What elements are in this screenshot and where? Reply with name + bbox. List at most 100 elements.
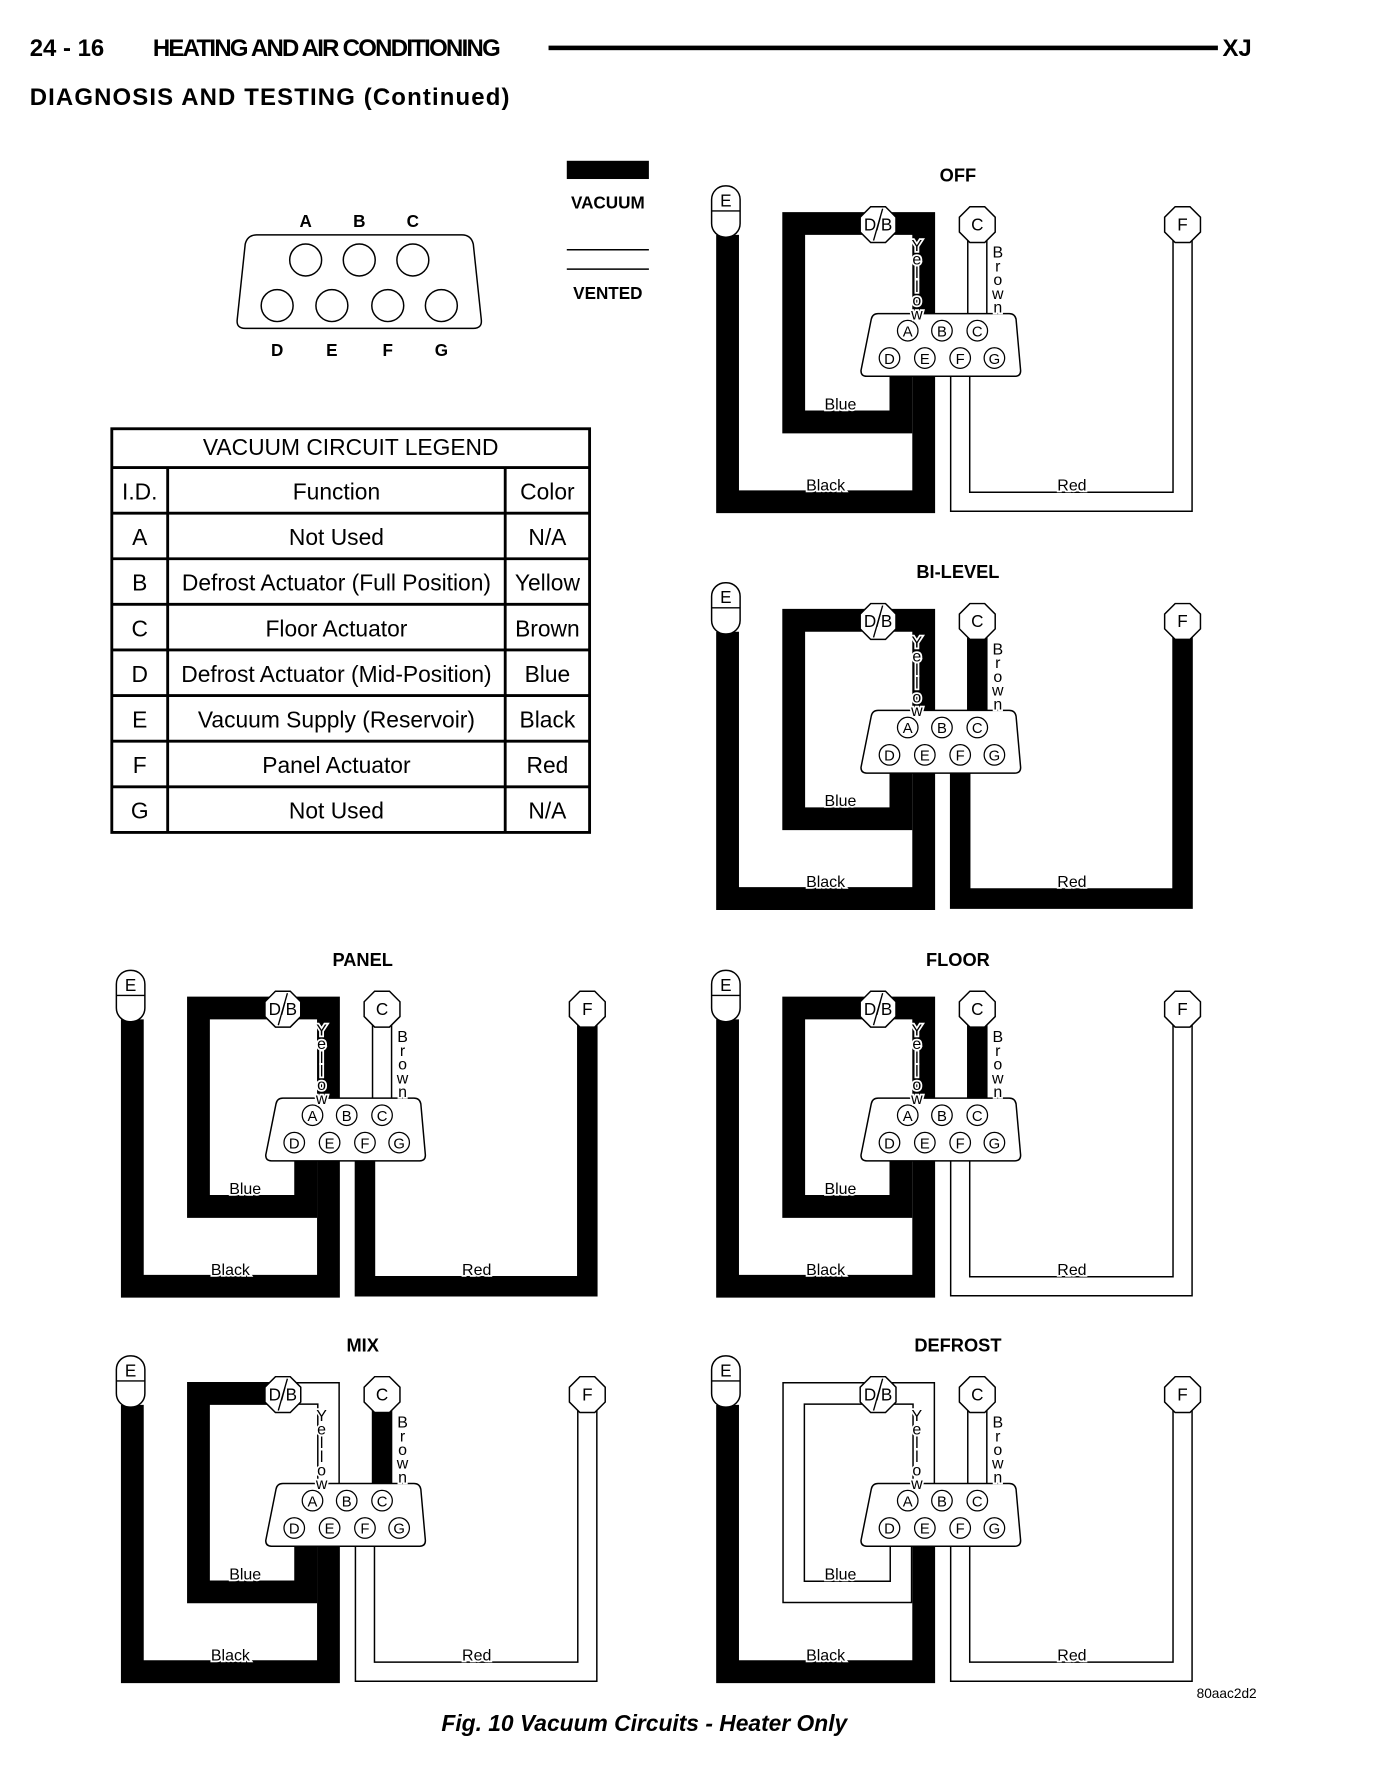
port-label: E (920, 1522, 930, 1538)
pin-hole-d (260, 288, 294, 323)
circuit-diagram-off: OFFED/BCFABCDEFGBlueBlackRedYellowBrown (710, 164, 1202, 514)
port-label: F (360, 1136, 369, 1152)
port-label: F (360, 1522, 369, 1538)
port-label: A (308, 1494, 318, 1510)
port-label: A (903, 1494, 913, 1510)
black-hose-vacuum (716, 631, 936, 910)
port-a (896, 319, 919, 342)
black-label: Black (806, 1262, 845, 1279)
table-cell: Brown (515, 615, 580, 641)
table-cell: N/A (528, 798, 567, 824)
divider-slash (872, 208, 884, 241)
circuit-diagram-bi-level: BI-LEVELED/BCFABCDEFGBlueBlackRedYellowB… (710, 561, 1202, 910)
table-cell: Panel Actuator (262, 752, 411, 778)
page-number: 24 - 16 (30, 35, 105, 62)
floor-actuator (958, 1375, 996, 1414)
red-hose-vented (949, 230, 1193, 512)
vacuum-label: VACUUM (571, 194, 645, 213)
blue-label: Blue (824, 396, 856, 413)
port-label: F (956, 1522, 965, 1538)
port-label: A (903, 324, 913, 340)
port-label: C (972, 324, 983, 340)
port-label: E (920, 1136, 930, 1152)
red-label: Red (1057, 477, 1086, 494)
port-f (949, 1131, 972, 1154)
circuit-diagram-floor: FLOORED/BCFABCDEFGBlueBlackRedYellowBrow… (710, 949, 1202, 1298)
panel-actuator-label: F (582, 1385, 592, 1404)
reservoir-label: E (720, 976, 731, 995)
port-label: D (884, 1522, 895, 1538)
port-c (371, 1489, 393, 1512)
floor-actuator (958, 990, 996, 1028)
diagram-title: DEFROST (914, 1334, 1001, 1355)
port-d (878, 1131, 901, 1154)
port-label: F (956, 1136, 965, 1152)
reservoir-label: E (125, 976, 136, 995)
pin-hole-c (396, 243, 430, 277)
port-label: A (903, 1109, 913, 1125)
table-cell: Defrost Actuator (Mid-Position) (181, 661, 491, 687)
diagram-title: MIX (346, 1334, 378, 1355)
floor-actuator (958, 602, 996, 641)
port-d (878, 1517, 901, 1539)
floor-actuator (958, 205, 996, 244)
diagram-title: OFF (940, 164, 976, 185)
blue-label: Blue (824, 1566, 856, 1583)
blue-label: Blue (824, 793, 856, 810)
table-cell: Vacuum Supply (Reservoir) (198, 707, 475, 733)
table-cell: B (132, 570, 147, 596)
blue-label: Blue (229, 1181, 261, 1198)
black-label: Black (806, 1647, 845, 1664)
divider-slash (872, 993, 884, 1026)
port-c (966, 1104, 989, 1127)
blue-hose-vacuum (782, 608, 913, 831)
table-cell: Not Used (289, 524, 384, 550)
port-g (983, 347, 1006, 369)
floor-actuator-label: C (971, 1000, 983, 1019)
port-label: D (289, 1522, 300, 1538)
port-g (388, 1131, 411, 1154)
black-label: Black (806, 477, 845, 494)
panel-actuator (1163, 602, 1202, 641)
pin-hole-a (288, 243, 323, 277)
divider-slash (277, 1378, 289, 1411)
pin-label: D (271, 341, 283, 360)
divider-slash (277, 993, 289, 1026)
blue-hose-vacuum (782, 996, 913, 1218)
port-a (896, 1489, 919, 1512)
vacuum-line-sample (566, 160, 649, 180)
port-c (966, 716, 989, 739)
port-label: G (989, 1522, 1001, 1538)
port-label: A (903, 721, 913, 737)
port-c (966, 319, 989, 342)
red-label: Red (1057, 1262, 1086, 1279)
pin-hole-e (315, 288, 349, 323)
blue-label: Blue (229, 1566, 261, 1583)
table-cell: Blue (525, 661, 571, 687)
blue-hose-vented (782, 1382, 913, 1604)
port-label: G (393, 1136, 405, 1152)
port-label: E (325, 1136, 335, 1152)
red-label: Red (1057, 874, 1086, 891)
pin-label: C (407, 212, 419, 231)
line-type-legend: VACUUM VENTED (566, 160, 649, 303)
divider-slash (872, 1378, 884, 1411)
header-rule (548, 45, 1218, 51)
pin-label: F (383, 341, 393, 360)
table-cell: Red (526, 752, 568, 778)
port-b (931, 319, 953, 342)
port-label: B (342, 1494, 352, 1510)
port-label: C (972, 1494, 983, 1510)
diagram-title: BI-LEVEL (916, 561, 999, 582)
port-d (878, 743, 901, 766)
